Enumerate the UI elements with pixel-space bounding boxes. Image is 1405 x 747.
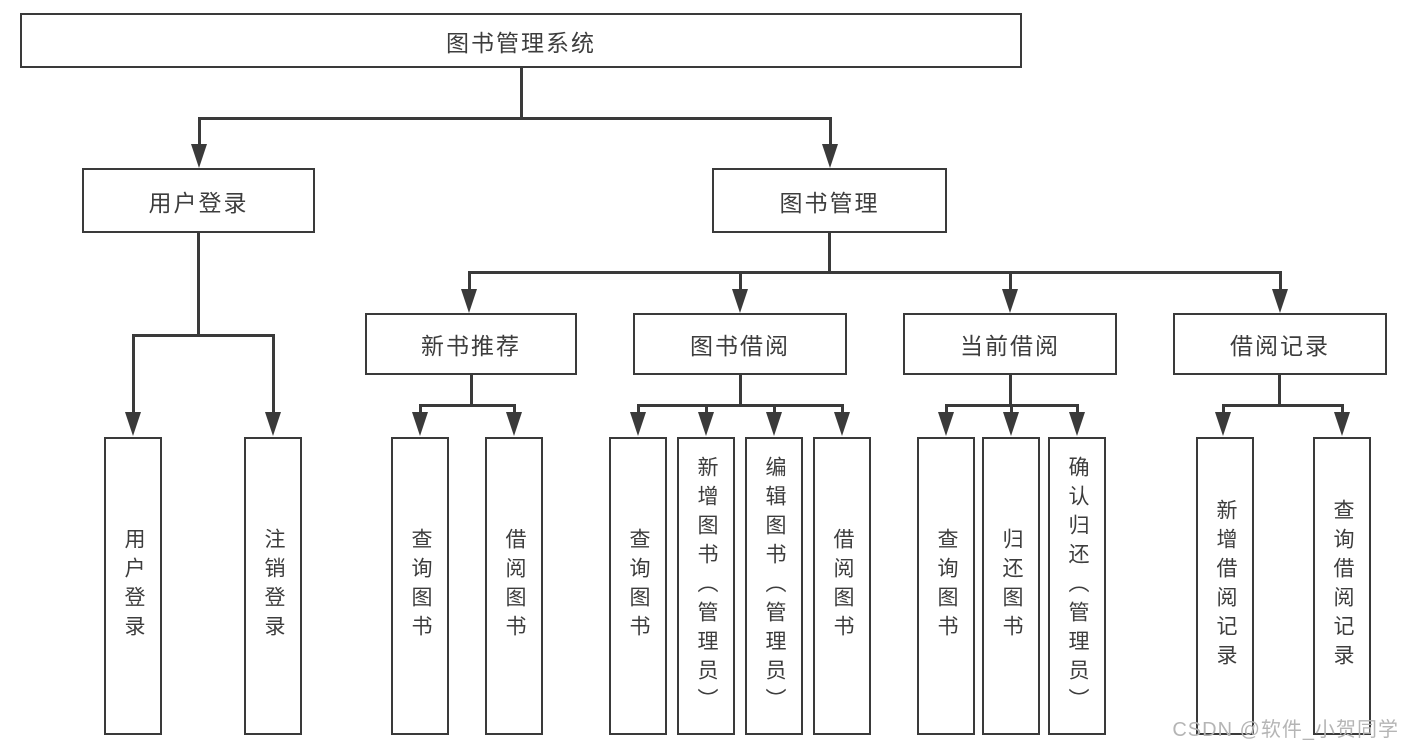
connector-line [272,334,275,414]
arrowhead-icon [766,412,782,436]
leaf-borrow-books-recommend: 借阅图书 [485,437,543,735]
connector-line [841,404,844,414]
arrowhead-icon [125,412,141,436]
leaf-logout: 注销登录 [244,437,302,735]
node-user-login: 用户登录 [82,168,315,233]
connector-line [739,375,742,406]
arrowhead-icon [822,144,838,168]
connector-line [132,334,275,337]
node-new-book-recommend: 新书推荐 [365,313,577,375]
node-book-borrowing: 图书借阅 [633,313,847,375]
connector-line [1222,404,1225,414]
leaf-borrow-books: 借阅图书 [813,437,871,735]
arrowhead-icon [630,412,646,436]
leaf-query-books-current: 查询图书 [917,437,975,735]
connector-line [637,404,640,414]
connector-line [468,271,1282,274]
arrowhead-icon [938,412,954,436]
arrowhead-icon [1069,412,1085,436]
arrowhead-icon [1002,289,1018,313]
connector-line [470,375,473,406]
node-current-borrowing: 当前借阅 [903,313,1117,375]
connector-line [468,271,471,290]
connector-line [198,117,832,120]
connector-line [637,404,844,407]
connector-line [513,404,516,414]
connector-line [705,404,708,414]
leaf-query-borrow-record: 查询借阅记录 [1313,437,1371,735]
leaf-edit-books-admin: 编辑图书（管理员） [745,437,803,735]
node-library-system: 图书管理系统 [20,13,1022,68]
node-book-management: 图书管理 [712,168,947,233]
connector-line [739,271,742,290]
connector-line [1222,404,1343,407]
connector-line [828,233,831,274]
connector-line [1278,375,1281,406]
leaf-confirm-return-admin: 确认归还（管理员） [1048,437,1106,735]
connector-line [773,404,776,414]
leaf-query-books-recommend: 查询图书 [391,437,449,735]
arrowhead-icon [412,412,428,436]
connector-line [419,404,516,407]
arrowhead-icon [461,289,477,313]
arrowhead-icon [1334,412,1350,436]
connector-line [132,334,135,414]
arrowhead-icon [1272,289,1288,313]
connector-line [1279,271,1282,290]
node-borrow-records: 借阅记录 [1173,313,1387,375]
connector-line [1010,404,1013,414]
connector-line [1009,375,1012,406]
arrowhead-icon [265,412,281,436]
arrowhead-icon [1215,412,1231,436]
arrowhead-icon [834,412,850,436]
connector-line [1009,271,1012,290]
connector-line [1341,404,1344,414]
leaf-add-books-admin: 新增图书（管理员） [677,437,735,735]
leaf-add-borrow-record: 新增借阅记录 [1196,437,1254,735]
arrowhead-icon [506,412,522,436]
connector-line [829,117,832,145]
arrowhead-icon [1003,412,1019,436]
connector-line [197,233,200,337]
connector-line [198,117,201,145]
connector-line [1076,404,1079,414]
leaf-return-books: 归还图书 [982,437,1040,735]
leaf-query-books-borrowing: 查询图书 [609,437,667,735]
connector-line [419,404,422,414]
connector-line [945,404,948,414]
arrowhead-icon [191,144,207,168]
connector-line [520,68,523,120]
arrowhead-icon [732,289,748,313]
leaf-user-login: 用户登录 [104,437,162,735]
watermark: CSDN @软件_小贺同学 [1172,719,1399,741]
arrowhead-icon [698,412,714,436]
